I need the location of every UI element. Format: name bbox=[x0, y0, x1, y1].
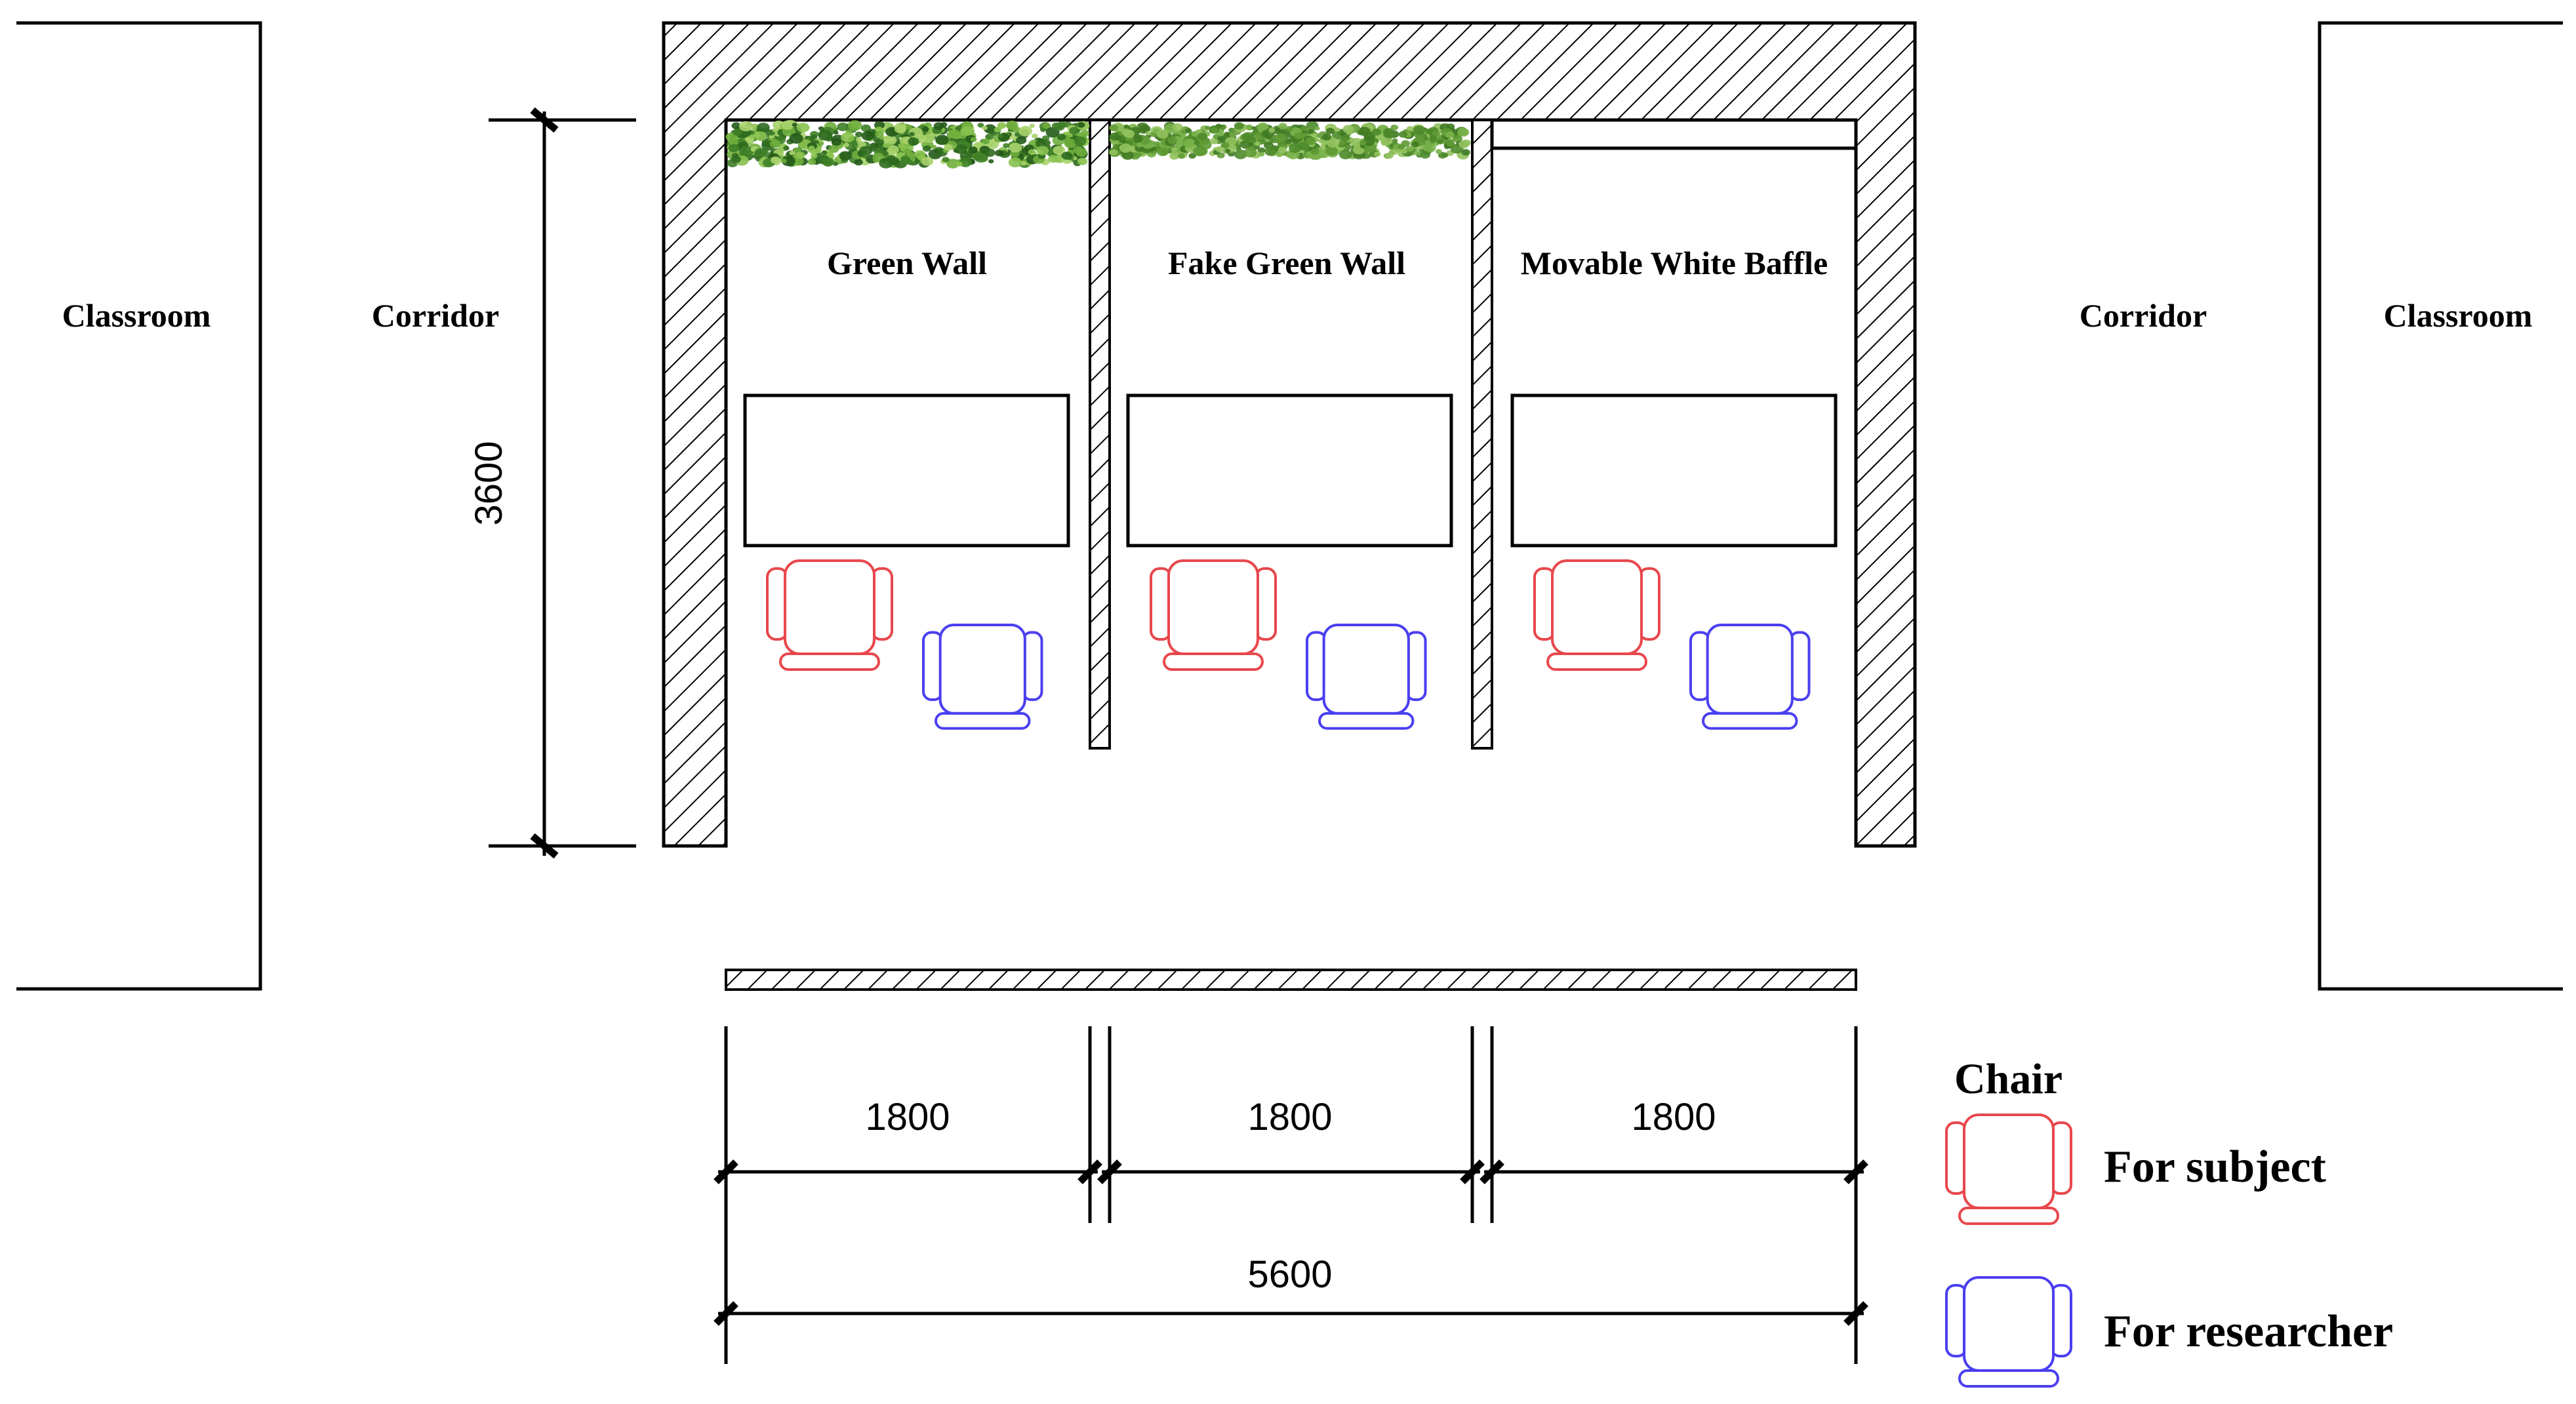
chair-icon bbox=[1945, 1276, 2072, 1388]
green-wall-foliage bbox=[725, 119, 1090, 169]
right-classroom-label: Classroom bbox=[2384, 297, 2533, 334]
chair-icon bbox=[1305, 623, 1427, 730]
legend-subject-label: For subject bbox=[2104, 1142, 2326, 1192]
front-wall-strip bbox=[725, 969, 1857, 991]
left-classroom-label: Classroom bbox=[62, 297, 211, 334]
booth-label-green-wall: Green Wall bbox=[827, 245, 987, 281]
chair-icon bbox=[1945, 1276, 2072, 1388]
chair-icon bbox=[1689, 623, 1811, 730]
table bbox=[1510, 393, 1838, 548]
legend-title: Chair bbox=[1954, 1055, 2063, 1103]
movable-white-baffle bbox=[1490, 118, 1858, 150]
chairs bbox=[766, 559, 1811, 730]
left-corridor-label: Corridor bbox=[372, 297, 499, 334]
width-dimensions bbox=[714, 1026, 1868, 1364]
booth-label-movable-white-baffle: Movable White Baffle bbox=[1521, 245, 1828, 281]
booth-width-label-3: 1800 bbox=[1631, 1096, 1716, 1138]
fake-green-wall-foliage bbox=[1108, 121, 1471, 160]
right-classroom-outline bbox=[2318, 21, 2563, 991]
chair-icon bbox=[1533, 559, 1660, 671]
table bbox=[1126, 393, 1453, 548]
depth-dimension-label: 3600 bbox=[468, 441, 510, 525]
total-width-label: 5600 bbox=[1247, 1253, 1332, 1296]
table bbox=[743, 393, 1070, 548]
chair-icon bbox=[1945, 1113, 2072, 1225]
right-corridor-label: Corridor bbox=[2080, 297, 2207, 334]
chair-icon bbox=[766, 559, 893, 671]
depth-dimension bbox=[489, 107, 636, 859]
booth-label-fake-green-wall: Fake Green Wall bbox=[1168, 245, 1405, 281]
left-classroom-outline bbox=[16, 21, 262, 991]
partition-wall-2 bbox=[1471, 119, 1493, 750]
booth-width-label-1: 1800 bbox=[865, 1096, 950, 1138]
booth-width-label-2: 1800 bbox=[1247, 1096, 1332, 1138]
partition-wall-1 bbox=[1089, 119, 1111, 750]
chair-icon bbox=[1945, 1113, 2072, 1225]
chair-icon bbox=[921, 623, 1043, 730]
legend-researcher-label: For researcher bbox=[2104, 1306, 2393, 1357]
chair-icon bbox=[1150, 559, 1277, 671]
